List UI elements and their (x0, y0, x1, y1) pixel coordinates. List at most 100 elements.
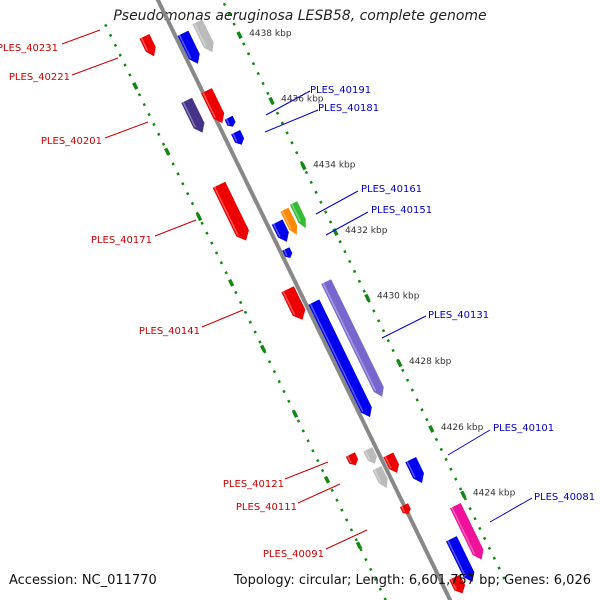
track-dot (205, 231, 209, 235)
track-dot (227, 12, 232, 16)
gene-labels: PLES_40231PLES_40221PLES_40201PLES_40171… (0, 43, 595, 560)
track-dot (176, 172, 180, 176)
gene-label: PLES_40181 (318, 103, 379, 114)
gene-arrow (363, 447, 377, 464)
track-dot (401, 368, 405, 372)
gene-arrow (383, 452, 399, 473)
leader-line (201, 309, 244, 328)
track-dot (161, 142, 166, 146)
track-dot (214, 251, 219, 255)
track-dot (386, 338, 390, 343)
track-dot (190, 201, 195, 206)
gene-highlight (202, 92, 216, 118)
track-dot (316, 458, 320, 463)
track-dot (152, 122, 156, 127)
gene-arrow (289, 201, 306, 229)
track-dot (320, 468, 325, 473)
track-dot (147, 112, 151, 117)
track-dot (473, 516, 477, 521)
track-dot (497, 566, 501, 570)
leader-line (265, 90, 311, 116)
track-dot (210, 241, 214, 245)
track-dot (219, 261, 224, 265)
gene-highlight (447, 540, 467, 577)
genome-summary-text: Topology: circular; Length: 6,601,757 bp… (233, 573, 591, 588)
track-dot (272, 369, 277, 374)
gene-highlight (140, 37, 149, 52)
track-dot (352, 269, 357, 274)
track-dot (277, 379, 281, 384)
leader-line (154, 219, 197, 237)
track-dot (492, 556, 496, 560)
track-dot (335, 498, 339, 502)
track-dot (128, 73, 132, 77)
gene-arrow (446, 536, 475, 582)
track-dot (285, 131, 289, 135)
track-dot (415, 398, 419, 402)
gene-arrow (450, 503, 484, 560)
gene-highlight (213, 186, 239, 236)
track-dot (372, 309, 376, 313)
track-dot (232, 22, 236, 26)
track-dot (123, 63, 127, 67)
tick-label: 4424 kbp (473, 488, 516, 498)
gene-arrow (281, 286, 306, 320)
gene-arrow (201, 88, 225, 124)
track-dot (253, 330, 257, 334)
gene-arrow (449, 574, 466, 594)
tick-track-dots (104, 2, 506, 600)
gene-label: PLES_40151 (371, 205, 432, 216)
tick-marks (132, 31, 467, 550)
leader-line (315, 190, 359, 215)
track-dot (468, 507, 472, 511)
major-tick (396, 359, 403, 368)
gene-arrow (224, 115, 236, 127)
gene-label: PLES_40231 (0, 43, 58, 54)
track-dot (222, 2, 227, 7)
track-dot (224, 271, 228, 275)
major-tick (428, 425, 435, 433)
tick-label: 4438 kbp (249, 29, 292, 39)
gene-arrow (192, 19, 214, 53)
track-dot (108, 33, 113, 38)
track-dot (301, 429, 305, 433)
track-dot (311, 449, 315, 453)
track-dot (200, 221, 204, 225)
track-dot (280, 121, 284, 125)
track-dot (142, 102, 146, 107)
track-dot (118, 53, 122, 57)
track-dot (171, 162, 175, 166)
gene-label: PLES_40081 (534, 492, 595, 503)
gene-label: PLES_40191 (310, 85, 371, 96)
gene-arrow (345, 452, 359, 466)
track-dot (439, 447, 443, 452)
track-dot (381, 329, 386, 333)
label-leader-lines (61, 29, 533, 550)
track-dot (306, 439, 310, 443)
major-tick (132, 82, 139, 90)
gene-arrow (280, 207, 298, 235)
gene-highlight (322, 282, 377, 392)
leader-line (381, 315, 427, 339)
track-dot (458, 487, 463, 491)
major-tick (300, 162, 307, 171)
track-dot (248, 320, 252, 324)
major-tick (460, 490, 467, 499)
major-tick (236, 31, 243, 40)
gene-arrow (308, 299, 372, 418)
major-tick (196, 213, 203, 222)
gene-highlight (178, 34, 192, 59)
track-dot (319, 200, 323, 204)
track-dot (246, 52, 251, 56)
track-dot (330, 488, 334, 492)
track-dot (344, 518, 349, 522)
map-title: Pseudomonas aeruginosa LESB58, complete … (113, 8, 487, 24)
gene-label: PLES_40111 (236, 502, 297, 513)
track-dot (425, 418, 429, 422)
gene-highlight (364, 450, 371, 461)
gene-label: PLES_40141 (139, 326, 200, 337)
track-dot (454, 477, 458, 481)
track-dot (238, 300, 243, 305)
track-dot (309, 180, 313, 185)
